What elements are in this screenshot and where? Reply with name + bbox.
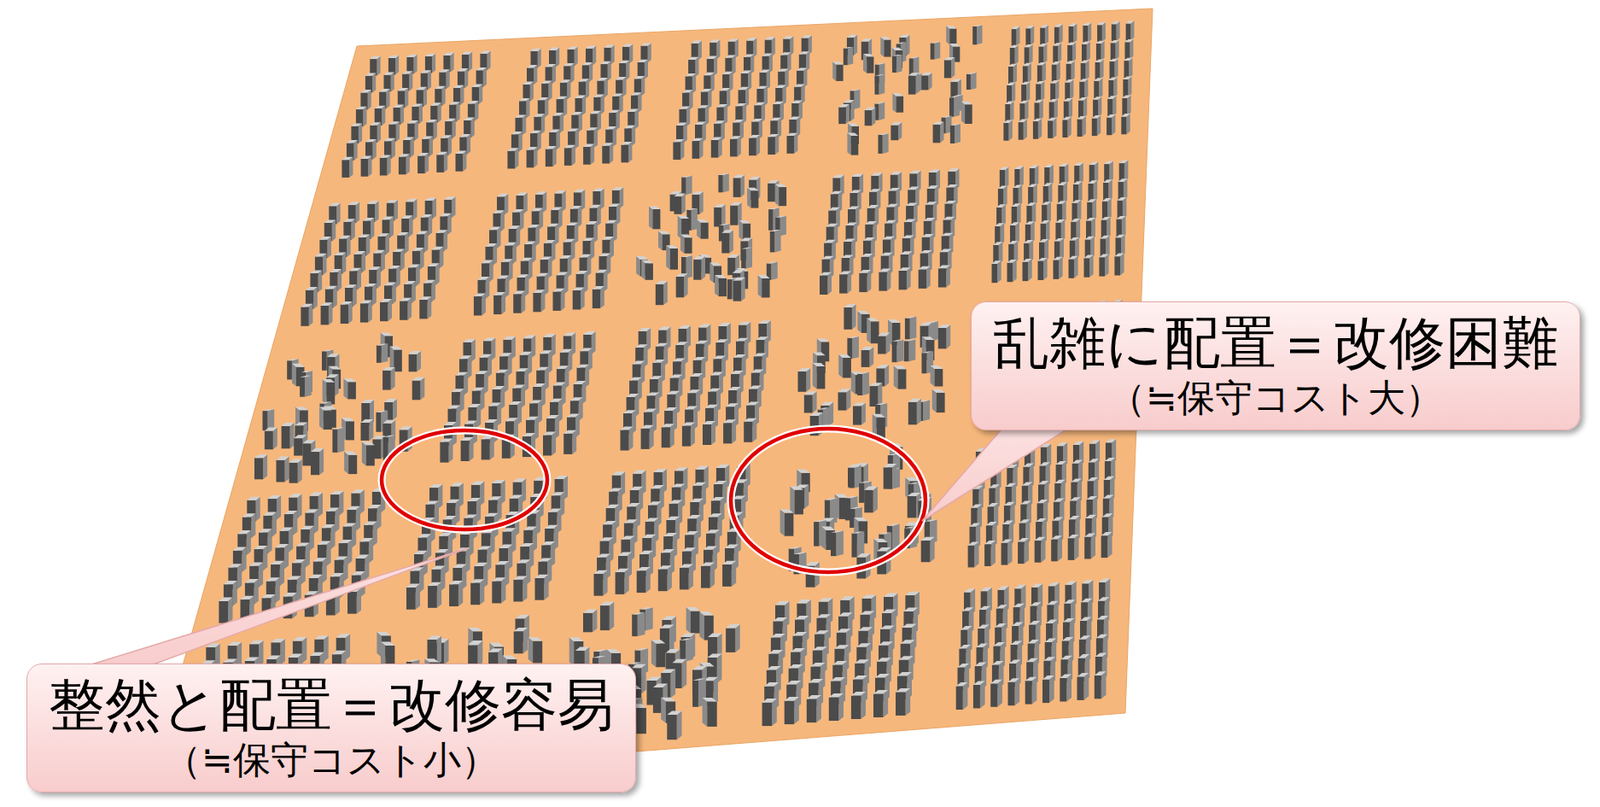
figure-stage: 乱雑に配置＝改修困難（≒保守コスト大）整然と配置＝改修容易（≒保守コスト小）	[0, 0, 1600, 807]
